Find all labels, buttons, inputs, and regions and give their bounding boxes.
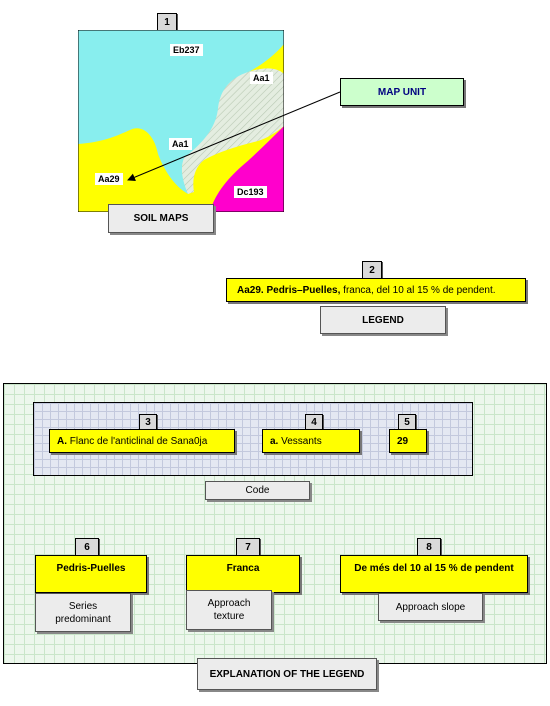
code-caption: Code xyxy=(205,481,310,500)
detail-series: Pedris-Puelles xyxy=(35,555,147,593)
legend-number-badge: 2 xyxy=(362,261,382,279)
soil-map-number-badge: 1 xyxy=(157,13,177,31)
detail-number-badge: 8 xyxy=(417,538,441,556)
code-item-zone-text: Flanc de l'anticlinal de Sana0ja xyxy=(67,435,208,447)
code-item-unit-number: 29 xyxy=(389,429,427,453)
code-item-zone-letter: A. xyxy=(57,435,67,447)
code-item-relief-letter: a. xyxy=(270,435,279,447)
legend-entry: Aa29. Pedris–Puelles, franca, del 10 al … xyxy=(226,278,526,302)
detail-number-badge: 7 xyxy=(236,538,260,556)
map-label-eb237: Eb237 xyxy=(170,44,203,56)
explanation-caption: EXPLANATION OF THE LEGEND xyxy=(197,658,377,690)
map-unit-box: MAP UNIT xyxy=(340,78,464,106)
map-label-aa1-top: Aa1 xyxy=(250,72,273,84)
legend-entry-bold: Aa29. Pedris–Puelles, xyxy=(237,284,341,296)
detail-series-caption: Series predominant xyxy=(35,593,131,632)
code-item-relief-text: Vessants xyxy=(278,435,322,447)
detail-number-badge: 6 xyxy=(75,538,99,556)
detail-texture-caption: Approach texture xyxy=(186,590,272,630)
detail-texture: Franca xyxy=(186,555,300,593)
legend-entry-text: franca, del 10 al 15 % de pendent. xyxy=(340,284,496,296)
code-item-unit-number-text: 29 xyxy=(397,435,409,447)
detail-slope: De més del 10 al 15 % de pendent xyxy=(340,555,528,593)
map-label-aa1-center: Aa1 xyxy=(169,138,192,150)
detail-slope-caption: Approach slope xyxy=(378,593,483,621)
code-item-relief: a. Vessants xyxy=(262,429,360,453)
code-item-zone: A. Flanc de l'anticlinal de Sana0ja xyxy=(49,429,235,453)
map-label-dc193: Dc193 xyxy=(234,186,267,198)
soil-maps-caption: SOIL MAPS xyxy=(108,204,214,233)
legend-caption: LEGEND xyxy=(320,306,446,334)
map-label-aa29: Aa29 xyxy=(95,173,123,185)
